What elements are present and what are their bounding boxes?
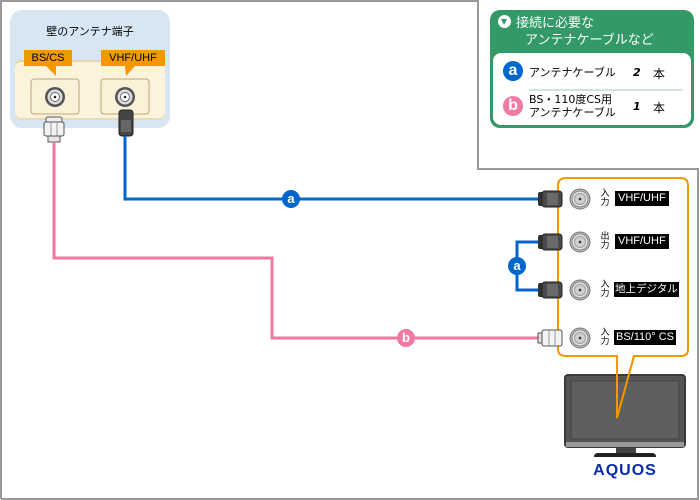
coax-jack-icon xyxy=(115,87,135,107)
tv-port-3-io: 入力 xyxy=(600,280,610,299)
tv-port-1-label: VHF/UHF xyxy=(615,191,669,206)
legend-item-unit: 本 xyxy=(653,67,666,81)
wall-tag-vhfuhf xyxy=(101,50,165,76)
legend-item-qty: 2 xyxy=(633,66,641,79)
coax-jack-icon xyxy=(45,87,65,107)
legend-item-name-line2: アンテナケーブル xyxy=(529,106,616,119)
required-cables-legend: 接続に必要な アンテナケーブルなど a アンテナケーブル 2 本 b BS・11… xyxy=(490,10,694,128)
wall-ports xyxy=(24,50,165,143)
tv-port-1-io: 入力 xyxy=(600,189,610,208)
cable-a-loop-badge-label: a xyxy=(513,258,521,273)
cable-b-badge xyxy=(397,329,415,347)
cable-b-badge-label: b xyxy=(402,330,410,345)
tv-port-2-io: 出力 xyxy=(600,232,610,251)
tv-port-4-label: BS/110° CS xyxy=(614,330,677,345)
cable-a-badge xyxy=(282,190,300,208)
legend-title-line2: アンテナケーブルなど xyxy=(525,33,654,48)
legend-item-a: a アンテナケーブル 2 本 xyxy=(493,59,691,85)
cable-a-badge-label: a xyxy=(287,191,295,206)
wall-tag-bscs xyxy=(24,50,72,76)
legend-item-qty: 1 xyxy=(633,100,641,113)
legend-item-name-line1: BS・110度CS用 xyxy=(529,93,612,106)
legend-item-name: アンテナケーブル xyxy=(529,66,616,79)
legend-title-line1: 接続に必要な xyxy=(516,16,595,31)
legend-title: 接続に必要な アンテナケーブルなど xyxy=(498,14,654,49)
tv-port-3-label: 地上デジタル xyxy=(614,282,679,297)
wall-tag-vhfuhf-label: VHF/UHF xyxy=(109,52,157,64)
cable-b-line xyxy=(52,142,538,340)
tv-port-2-label: VHF/UHF xyxy=(615,234,669,249)
tv-port-4-io: 入力 xyxy=(600,328,610,347)
legend-list: a アンテナケーブル 2 本 b BS・110度CS用 アンテナケーブル 1 本 xyxy=(493,53,691,125)
cable-a-line xyxy=(123,136,538,201)
badge-b-icon: b xyxy=(503,96,523,116)
wall-tag-bscs-label: BS/CS xyxy=(31,52,65,64)
legend-divider xyxy=(529,89,683,91)
tv-brand-label: AQUOS xyxy=(593,462,657,479)
legend-item-b: b BS・110度CS用 アンテナケーブル 1 本 xyxy=(493,93,691,123)
triangle-down-icon xyxy=(498,15,511,28)
bs-plug-icon xyxy=(43,116,65,143)
legend-item-unit: 本 xyxy=(653,101,666,115)
cable-a-loop-badge xyxy=(508,257,526,275)
badge-a-icon: a xyxy=(503,61,523,81)
wall-outlet-title: 壁のアンテナ端子 xyxy=(46,25,134,38)
legend-item-name: BS・110度CS用 アンテナケーブル xyxy=(529,93,616,119)
